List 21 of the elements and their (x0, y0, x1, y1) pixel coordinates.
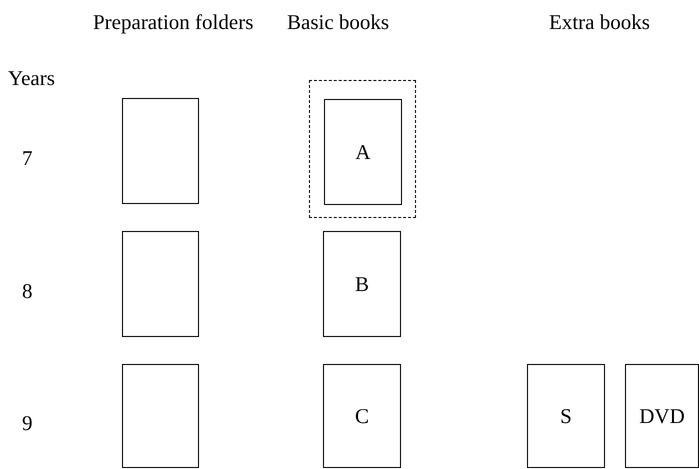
book-label: A (355, 140, 371, 164)
year-label: 7 (22, 146, 32, 171)
book-box (527, 364, 605, 468)
book-label: B (354, 272, 369, 296)
column-header: Basic books (287, 10, 390, 35)
book-label: C (354, 404, 369, 428)
book-label: DVD (639, 404, 685, 428)
book-box (323, 231, 401, 337)
axis-title: Years (8, 66, 55, 91)
book-box (324, 99, 402, 205)
column-header: Extra books (549, 10, 650, 35)
book-label: S (560, 404, 572, 428)
book-box (625, 364, 699, 468)
column-header: Preparation folders (93, 10, 254, 35)
year-label: 9 (22, 411, 32, 436)
folder-box (122, 364, 199, 468)
folder-box (122, 231, 199, 337)
year-label: 8 (22, 279, 32, 304)
highlight-frame (309, 80, 416, 218)
folder-box (122, 98, 199, 204)
book-box (323, 364, 401, 468)
